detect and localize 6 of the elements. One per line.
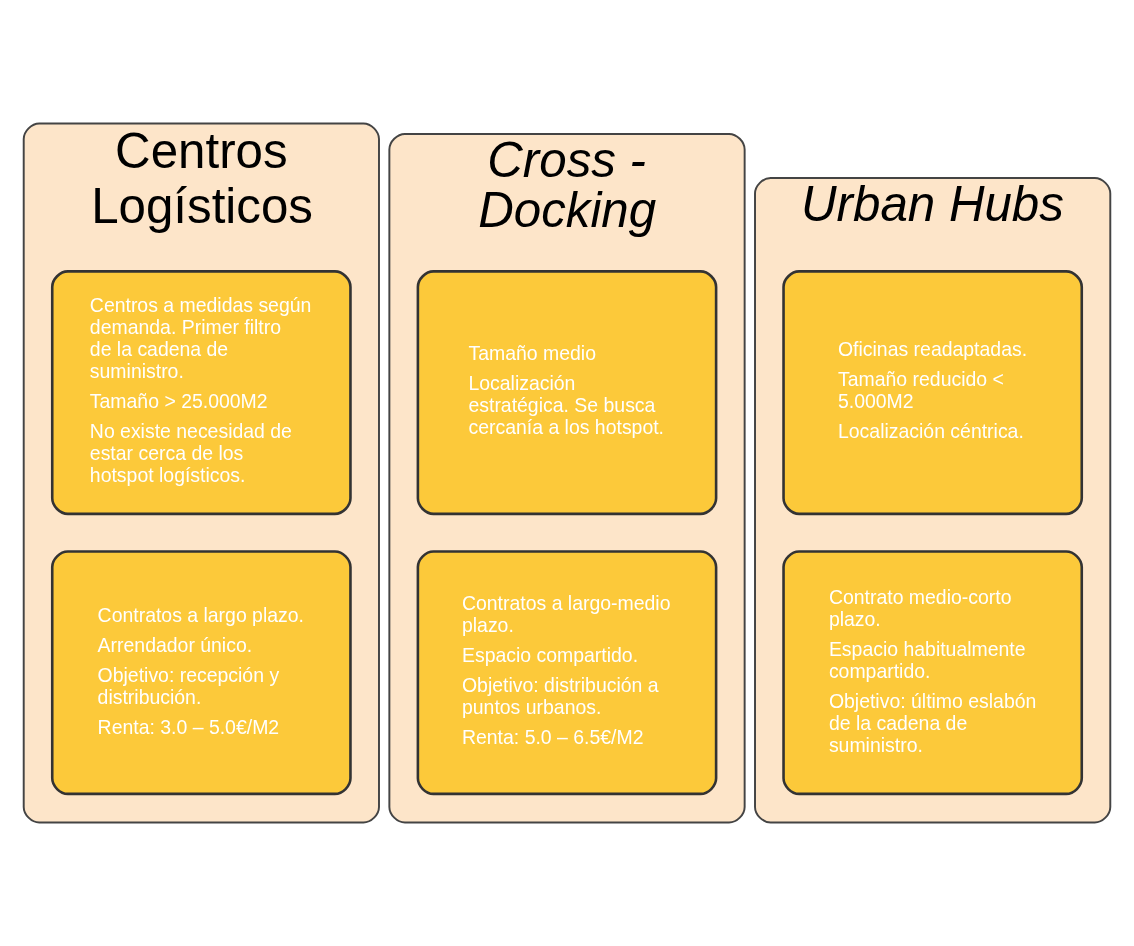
node-box: Centros a medidas según demanda. Primer filtro de la cadena de suministro. Tamaño > 25.000M2 No existe necesidad de estar cerca de los hotspot logísticos.	[50, 270, 352, 516]
node-box: Contratos a largo plazo. Arrendador único. Objetivo: recepción y distribución. Renta: 3.0 – 5.0€/M2	[50, 550, 352, 796]
node-box: Contratos a largo-medio plazo. Espacio compartido. Objetivo: distribución a puntos urbanos. Renta: 5.0 – 6.5€/M2	[416, 550, 718, 796]
node-box: Oficinas readaptadas. Tamaño reducido < 5.000M2 Localización céntrica.	[782, 270, 1084, 516]
node-box: Contrato medio-corto plazo. Espacio habitualmente compartido. Objetivo: último eslabón de la cadena de suministro.	[782, 550, 1084, 796]
node-box: Tamaño medio Localización estratégica. Se busca cercanía a los hotspot.	[416, 270, 718, 516]
